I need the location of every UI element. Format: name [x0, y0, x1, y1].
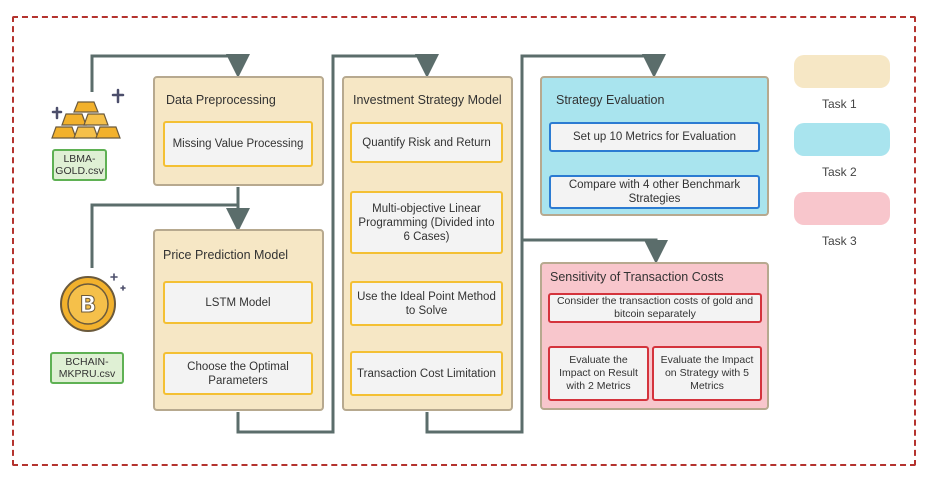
legend-swatch-task1: [794, 55, 890, 88]
step-box: Use the Ideal Point Method to Solve: [350, 281, 503, 326]
step-box: Compare with 4 other Benchmark Strategie…: [549, 175, 760, 209]
dashed-frame: [12, 16, 916, 466]
bitcoin-csv-label: BCHAIN-MKPRU.csv: [50, 352, 124, 384]
gold-csv-label: LBMA-GOLD.csv: [52, 149, 107, 181]
step-box: Consider the transaction costs of gold a…: [548, 293, 762, 323]
step-box: LSTM Model: [163, 281, 313, 324]
strategy-to-sensitivity: [522, 238, 668, 264]
bitcoin-to-prediction: [90, 203, 250, 268]
step-box: Quantify Risk and Return: [350, 122, 503, 163]
panel-title: Strategy Evaluation: [556, 93, 665, 107]
legend-swatch-task3: [794, 192, 890, 225]
step-box: Choose the Optimal Parameters: [163, 352, 313, 395]
strategy-to-evaluation: [425, 54, 666, 434]
gold-bars-icon: [51, 88, 125, 139]
svg-text:B: B: [80, 293, 97, 318]
prediction-to-strategy: [236, 54, 439, 434]
step-box: Set up 10 Metrics for Evaluation: [549, 122, 760, 152]
bitcoin-icon: B: [60, 273, 126, 332]
legend-label: Task 2: [822, 165, 857, 179]
step-box: Missing Value Processing: [163, 121, 313, 167]
legend-label: Task 3: [822, 234, 857, 248]
step-box: Transaction Cost Limitation: [350, 351, 503, 396]
legend-label: Task 1: [822, 97, 857, 111]
gold-to-preprocessing: [90, 54, 250, 92]
panel-title: Data Preprocessing: [166, 93, 276, 107]
panel-title: Investment Strategy Model: [353, 93, 502, 107]
panel-title: Sensitivity of Transaction Costs: [550, 270, 724, 284]
step-box: Evaluate the Impact on Strategy with 5 M…: [652, 346, 762, 401]
step-box: Evaluate the Impact on Result with 2 Met…: [548, 346, 649, 401]
step-box: Multi-objective Linear Programming (Divi…: [350, 191, 503, 254]
legend-swatch-task2: [794, 123, 890, 156]
panel-title: Price Prediction Model: [163, 248, 289, 262]
